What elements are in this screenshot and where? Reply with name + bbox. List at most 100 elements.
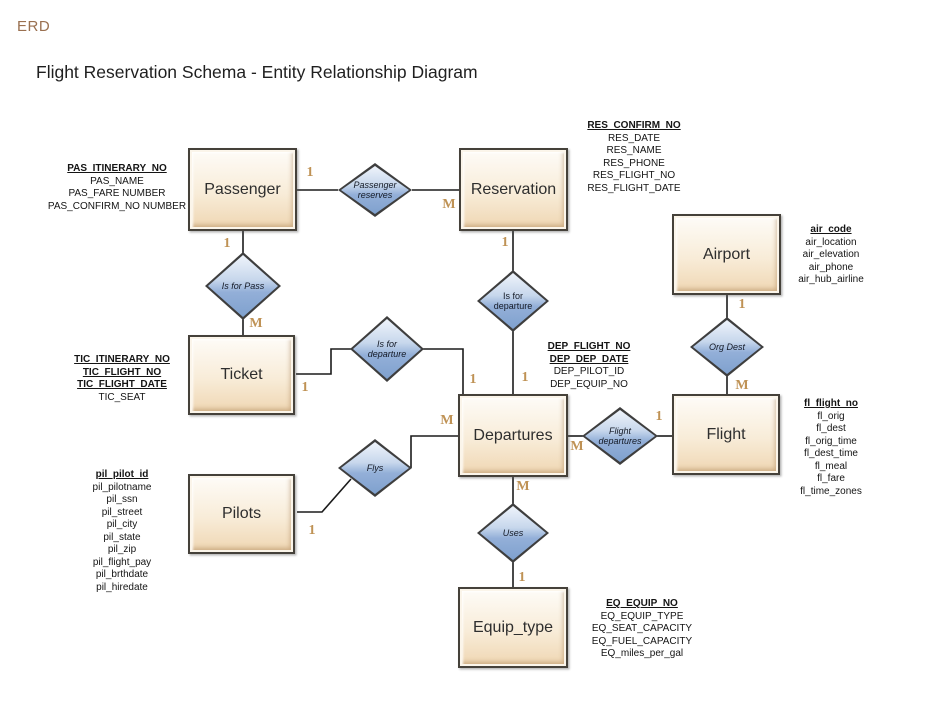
attribute-field: EQ_SEAT_CAPACITY	[591, 623, 693, 634]
attribute-field: pil_flight_pay	[92, 556, 152, 568]
cardinality-label: 1	[223, 236, 231, 251]
attribute-field: PAS_NAME	[90, 175, 144, 187]
cardinality-label: 1	[308, 523, 316, 538]
cardinality-label: M	[735, 378, 749, 393]
connector-line	[296, 348, 351, 375]
entity-label: Pilots	[221, 505, 262, 522]
relationship-label-line: Flys	[366, 462, 384, 473]
attribute-field: pil_zip	[107, 544, 137, 555]
entity-departures[interactable]: Departures	[458, 394, 568, 477]
relationship-label: Uses	[477, 503, 549, 563]
cardinality-label: 1	[655, 409, 663, 424]
diagram-title: Flight Reservation Schema - Entity Relat…	[36, 62, 478, 82]
attribute-field: fl_time_zones	[800, 485, 862, 497]
entity-label: Flight	[706, 425, 746, 443]
entity-reservation[interactable]: Reservation	[459, 148, 568, 231]
attribute-field: fl_dest_time	[804, 448, 858, 459]
connector-line	[297, 478, 352, 513]
attribute-key: EQ_EQUIP_NO	[606, 598, 678, 609]
entity-equip-type[interactable]: Equip_type	[458, 587, 568, 668]
cardinality-label: M	[249, 316, 263, 331]
relationship-label: Flys	[338, 439, 412, 497]
relationship-label-line: departure	[367, 349, 407, 359]
cardinality-label: M	[516, 479, 530, 494]
relationship-label-line: Is for	[502, 290, 523, 301]
cardinality-label: 1	[521, 370, 529, 385]
attribute-field: air_phone	[808, 261, 854, 273]
relationship-org-dest[interactable]: Org Dest	[690, 317, 764, 377]
attribute-field: EQ_miles_per_gal	[600, 648, 684, 659]
cardinality-label: 1	[501, 235, 509, 250]
attribute-field: PAS_CONFIRM_NO NUMBER	[47, 200, 187, 212]
entity-pilots[interactable]: Pilots	[188, 474, 295, 554]
relationship-label-line: Flight	[608, 425, 631, 436]
attribute-field: pil_city	[106, 519, 138, 530]
attribute-field: pil_street	[101, 506, 143, 518]
attribute-key: TIC_FLIGHT_DATE	[77, 379, 167, 390]
cardinality-label: 1	[306, 165, 314, 180]
attribute-key: TIC_ITINERARY_NO	[74, 354, 170, 365]
attribute-field: fl_dest	[816, 423, 846, 434]
attribute-key: air_code	[810, 224, 852, 235]
attribute-field: RES_FLIGHT_DATE	[587, 182, 681, 194]
attribute-field: RES_FLIGHT_NO	[592, 170, 676, 181]
page-label: ERD	[17, 18, 51, 35]
relationship-uses[interactable]: Uses	[477, 503, 549, 563]
attribute-field: pil_hiredate	[96, 581, 148, 593]
connector-line	[410, 435, 458, 468]
attribute-key: TIC_FLIGHT_NO	[82, 366, 162, 378]
entity-ticket[interactable]: Ticket	[188, 335, 295, 415]
entity-passenger[interactable]: Passenger	[188, 148, 297, 231]
attribute-field: air_location	[805, 236, 857, 248]
attribute-field: fl_orig_time	[805, 435, 857, 447]
relationship-label-line: reserves	[357, 190, 393, 200]
cardinality-label: 1	[738, 297, 746, 312]
relationship-is-for-pass[interactable]: Is for Pass	[205, 252, 281, 320]
attribute-field: DEP_EQUIP_NO	[550, 378, 628, 390]
attribute-field: pil_brthdate	[95, 569, 149, 580]
attribute-field: pil_state	[103, 531, 141, 543]
relationship-label-line: Uses	[502, 527, 524, 538]
cardinality-label: 1	[469, 372, 477, 387]
cardinality-label: M	[440, 413, 454, 428]
entity-airport[interactable]: Airport	[672, 214, 781, 295]
entity-flight[interactable]: Flight	[672, 394, 780, 475]
attribute-field: pil_ssn	[106, 494, 138, 505]
entity-label: Airport	[702, 245, 751, 263]
attribute-field: air_hub_airline	[798, 274, 864, 285]
attribute-field: PAS_FARE NUMBER	[68, 188, 166, 199]
attribute-key: DEP_DEP_DATE	[549, 353, 629, 365]
relationship-label-line: Passenger	[353, 179, 397, 190]
entity-label: Departures	[473, 426, 553, 444]
attribute-field: RES_PHONE	[603, 157, 665, 169]
attribute-field: EQ_EQUIP_TYPE	[600, 610, 684, 622]
entity-label: Ticket	[220, 366, 263, 383]
entity-label: Equip_type	[472, 618, 554, 636]
relationship-label-line: Is for Pass	[221, 280, 265, 291]
cardinality-label: M	[570, 439, 584, 454]
attribute-key: PAS_ITINERARY_NO	[67, 163, 167, 174]
attribute-key: RES_CONFIRM_NO	[587, 120, 681, 131]
relationship-flys[interactable]: Flys	[338, 439, 412, 497]
attribute-field: RES_DATE	[607, 132, 661, 144]
relationship-label-line: departures	[598, 436, 642, 446]
attribute-key: pil_pilot_id	[95, 469, 149, 480]
relationship-label-line: departure	[493, 301, 533, 311]
attribute-field: fl_meal	[814, 460, 848, 472]
